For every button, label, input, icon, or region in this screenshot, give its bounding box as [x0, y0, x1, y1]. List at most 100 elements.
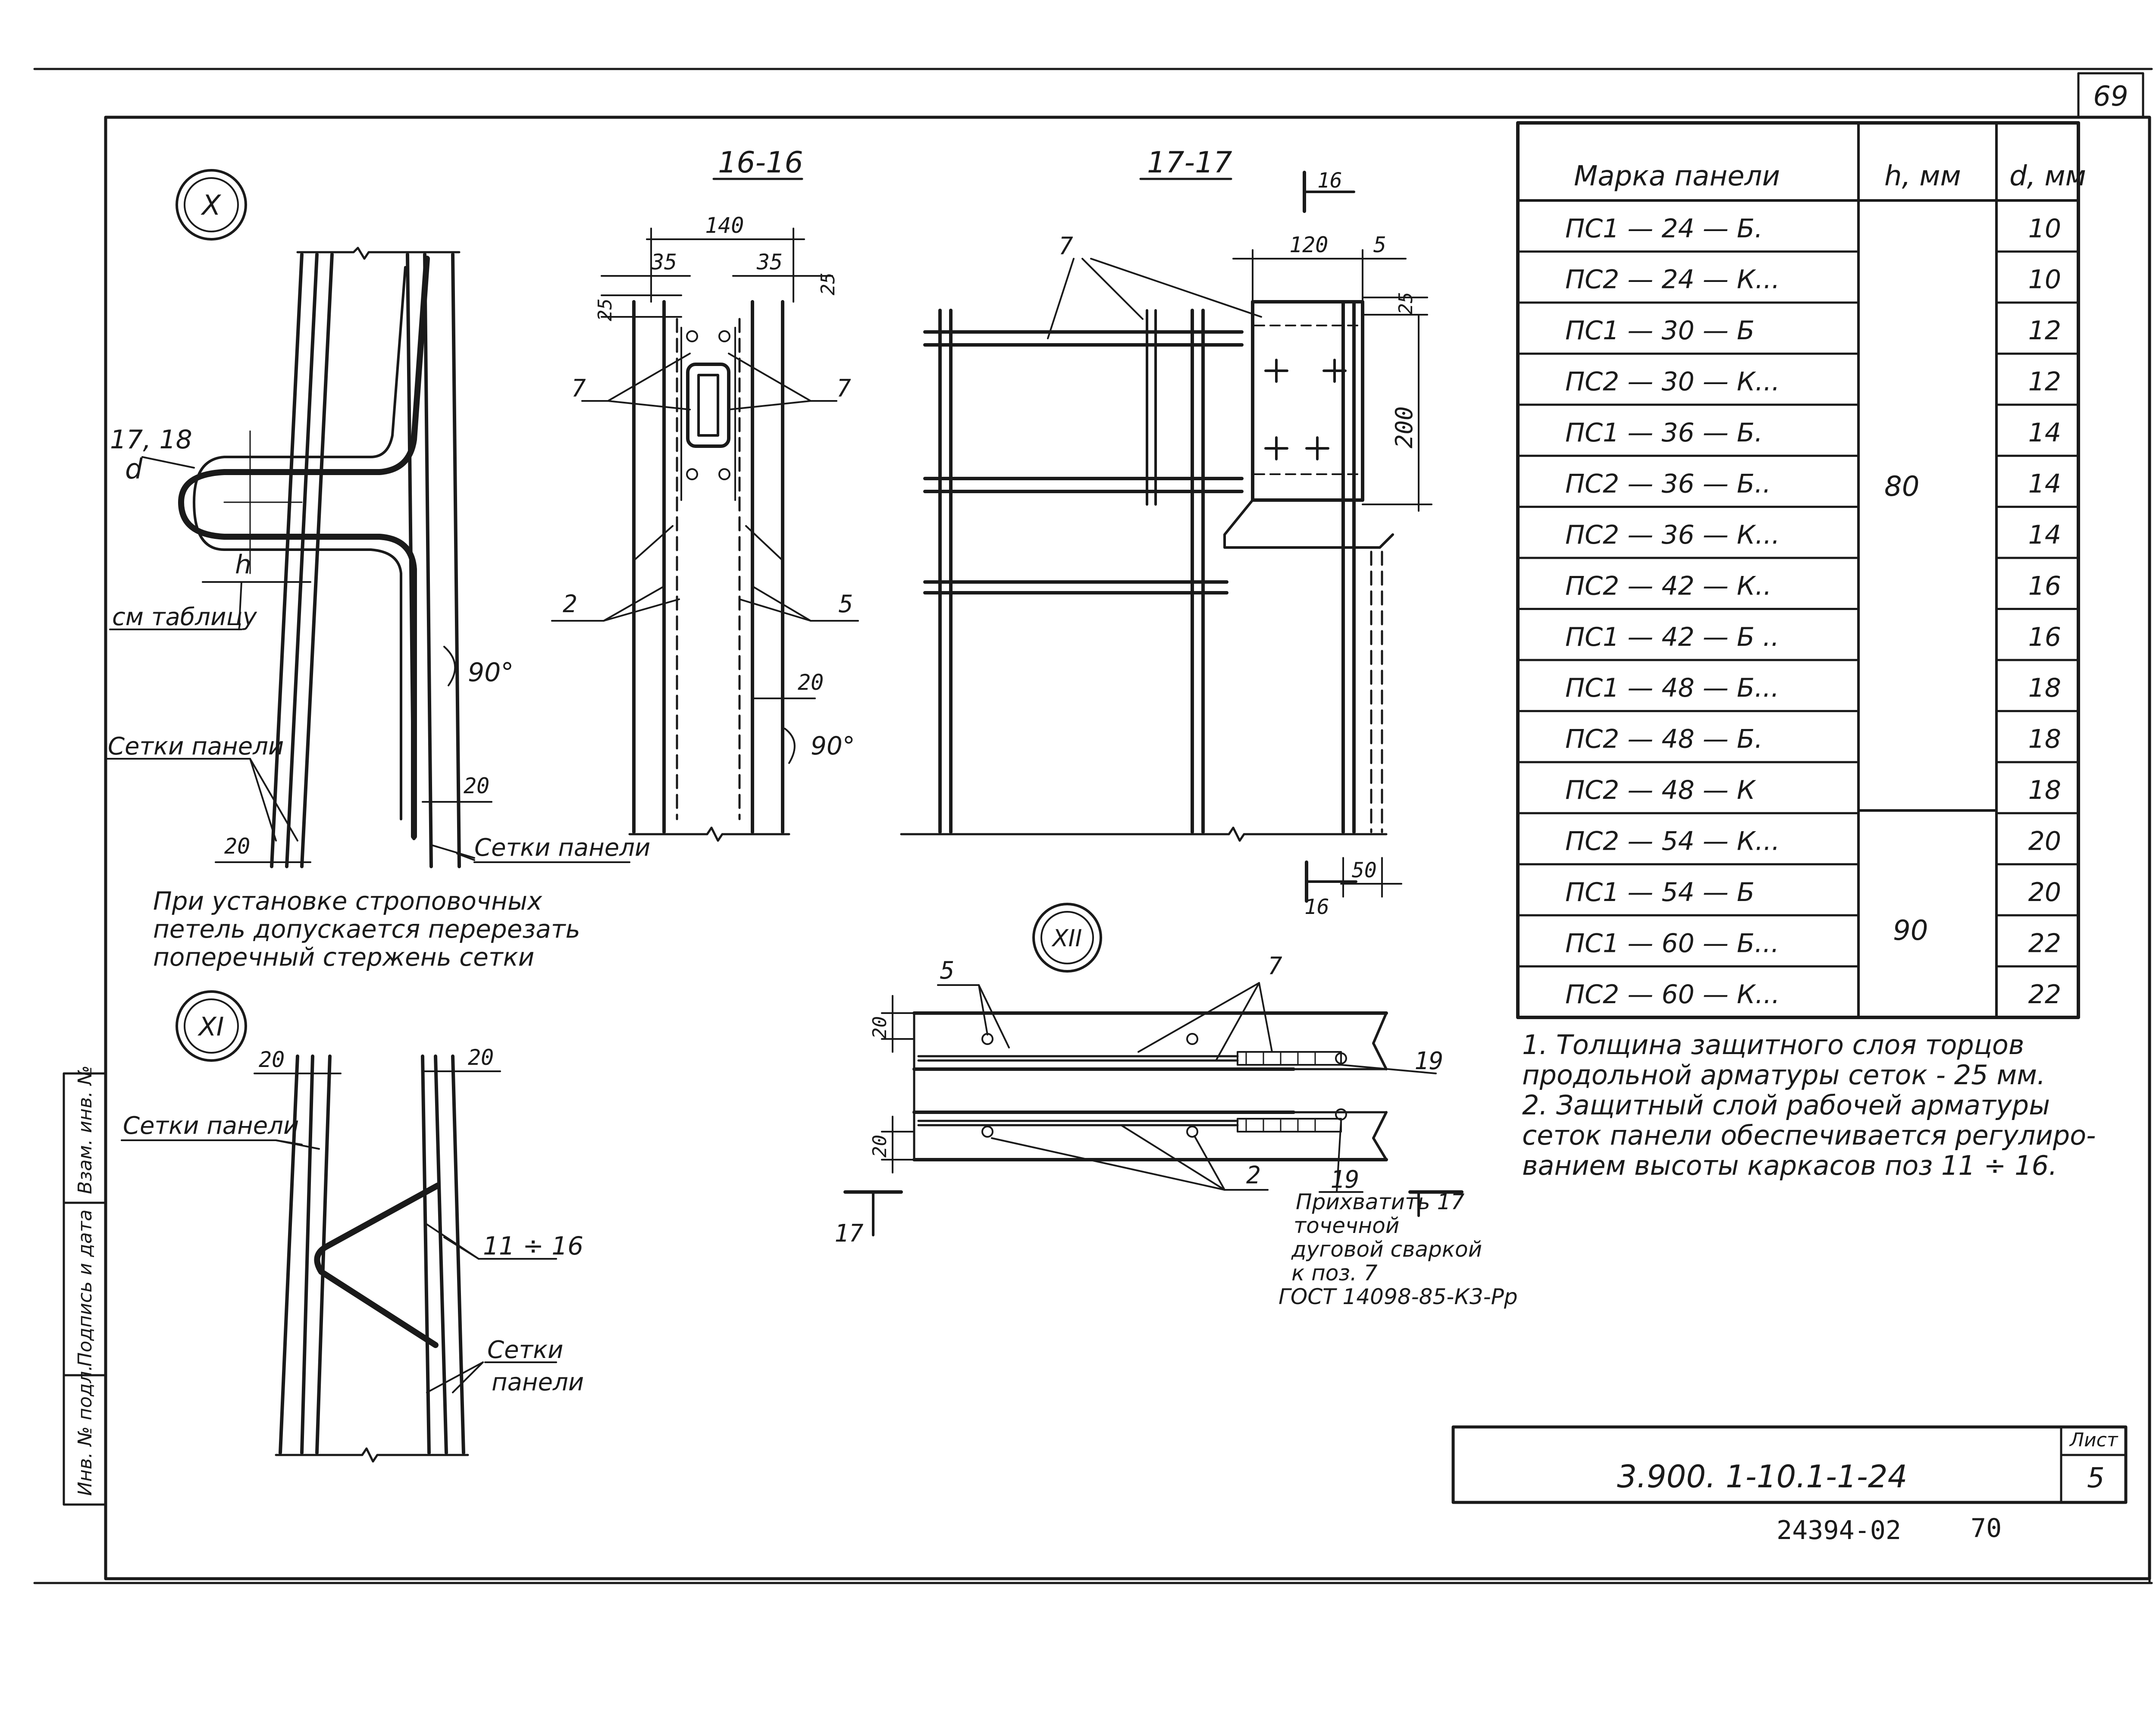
section-16-d25a: 25 — [594, 298, 616, 321]
view-x-angle: 90° — [468, 657, 514, 688]
view-x: X 17, 18 d h см таблицу 90° Сетки панели — [106, 169, 650, 868]
section-16-w35a: 35 — [651, 250, 677, 275]
section-16-title: 16-16 — [718, 146, 803, 180]
view-x-see-table: см таблицу — [112, 603, 257, 631]
section-16-pos-5: 5 — [839, 590, 853, 618]
table-cell-mark: ПС1 — 48 — Б... — [1565, 673, 1779, 703]
sheet-frame — [33, 68, 2153, 1584]
table-cell-mark: ПС2 — 24 — К... — [1565, 265, 1780, 295]
table-cell-d: 14 — [2028, 418, 2061, 448]
view-xii-d20b: 20 — [869, 1135, 891, 1158]
table-cell-mark: ПС2 — 48 — К — [1565, 775, 1756, 805]
section-16-d20: 20 — [798, 670, 824, 695]
loop-note: При установке строповочных петель допуск… — [153, 886, 580, 972]
table-cell-d: 18 — [2028, 724, 2061, 754]
view-x-mesh-right: Сетки панели — [474, 834, 650, 862]
table-cell-mark: ПС1 — 30 — Б — [1565, 316, 1755, 346]
section-17-w50: 50 — [1352, 858, 1377, 882]
table-cell-d: 10 — [2028, 265, 2061, 295]
weld-note-line-1: Прихватить 17 — [1296, 1189, 1464, 1214]
drawing-code: 3.900. 1-10.1-1-24 — [1617, 1458, 1907, 1495]
table-cell-mark: ПС1 — 24 — Б. — [1565, 213, 1763, 244]
view-xi-range: 11 ÷ 16 — [483, 1231, 583, 1261]
weld-note-line-5: ГОСТ 14098-85-К3-Рр — [1279, 1284, 1518, 1309]
view-x-callout-17-18: 17, 18 — [110, 425, 192, 455]
view-x-dim-20b: 20 — [464, 773, 489, 798]
note-line-4: сеток панели обеспечивается регулиро- — [1522, 1120, 2096, 1151]
table-cell-d: 10 — [2028, 213, 2061, 244]
table-cell-d: 18 — [2028, 775, 2061, 805]
table-cell-d: 22 — [2028, 979, 2061, 1010]
table-cell-d: 20 — [2028, 877, 2061, 907]
section-16-w35b: 35 — [756, 250, 783, 275]
view-x-mesh-left: Сетки панели — [108, 732, 284, 760]
top-page-number: 69 — [2093, 81, 2128, 113]
top-page-number-box: 69 — [2077, 72, 2144, 119]
table-cell-d: 18 — [2028, 673, 2061, 703]
view-xi: XI 20 20 Сетки панели 11 ÷ 16 Сетки пане… — [121, 990, 584, 1463]
section-16-16: 16-16 140 35 35 25 25 7 7 — [551, 146, 859, 842]
weld-note-line-3: дуговой сваркой — [1291, 1237, 1482, 1262]
view-xii-pos-19b: 19 — [1330, 1166, 1359, 1194]
section-17-17: 17-17 16 — [900, 146, 1432, 919]
view-xii-pos-2: 2 — [1246, 1161, 1261, 1189]
table-cell-d: 20 — [2028, 826, 2061, 857]
side-stamp: Инв. № подл. Подпись и дата Взам. инв. № — [63, 1065, 107, 1506]
section-16-pos-7a: 7 — [571, 375, 586, 403]
table-cell-mark: ПС2 — 42 — К.. — [1565, 571, 1772, 601]
table-cell-mark: ПС1 — 42 — Б .. — [1565, 622, 1779, 652]
table-cell-mark: ПС1 — 36 — Б. — [1565, 418, 1763, 448]
title-block: 3.900. 1-10.1-1-24 Лист 5 24394-02 70 — [1451, 1425, 2128, 1546]
general-notes: 1. Толщина защитного слоя торцов продоль… — [1522, 1029, 2096, 1181]
section-17-d25: 25 — [1395, 292, 1417, 315]
table-cell-d: 12 — [2028, 316, 2061, 346]
table-h-group-90: 90 — [1893, 915, 1928, 947]
table-cell-mark: ПС2 — 30 — К... — [1565, 367, 1780, 397]
view-x-marker: X — [175, 169, 247, 241]
table-header-d: d, мм — [2009, 160, 2086, 192]
table-cell-mark: ПС1 — 54 — Б — [1565, 877, 1755, 907]
stamp-sign-date: Подпись и дата — [74, 1210, 96, 1367]
section-16-pos-7b: 7 — [837, 375, 851, 403]
section-17-pos-7: 7 — [1059, 232, 1073, 260]
table-cell-d: 16 — [2028, 571, 2061, 601]
note-line-3: 2. Защитный слой рабочей арматуры — [1522, 1089, 2050, 1121]
view-xii-cut-17: 17 — [834, 1220, 864, 1248]
section-16-d25b: 25 — [817, 272, 839, 295]
view-xi-marker: XI — [175, 990, 247, 1062]
view-xi-mesh-right-1: Сетки — [487, 1336, 563, 1364]
table-cell-mark: ПС2 — 36 — Б.. — [1565, 469, 1771, 499]
table-header-mark: Марка панели — [1574, 160, 1780, 192]
view-xii-pos-5: 5 — [940, 957, 955, 985]
sheet-label: Лист — [2069, 1429, 2118, 1451]
stamp-inv-no: Инв. № подл. — [74, 1365, 96, 1496]
view-xi-dim-20a: 20 — [259, 1047, 285, 1072]
loop-note-line-1: При установке строповочных — [153, 886, 542, 916]
section-16-angle: 90° — [811, 731, 855, 760]
section-17-title: 17-17 — [1147, 146, 1232, 180]
loop-note-line-3: поперечный стержень сетки — [153, 942, 534, 972]
table-cell-mark: ПС2 — 54 — К... — [1565, 826, 1780, 857]
view-x-h: h — [235, 550, 251, 580]
table-header-h: h, мм — [1884, 160, 1961, 192]
view-x-label: X — [201, 190, 221, 222]
view-xi-dim-20b: 20 — [468, 1045, 494, 1070]
section-17-w120: 120 — [1289, 232, 1328, 257]
note-line-1: 1. Толщина защитного слоя торцов — [1522, 1029, 2024, 1061]
table-h-group-80: 80 — [1884, 471, 1919, 503]
note-line-5: ванием высоты каркасов поз 11 ÷ 16. — [1522, 1150, 2057, 1181]
table-cell-mark: ПС2 — 48 — Б. — [1565, 724, 1763, 754]
stamp-replaced-inv: Взам. инв. № — [74, 1065, 96, 1194]
view-xi-label: XI — [197, 1012, 224, 1042]
table-cell-d: 14 — [2028, 520, 2061, 550]
section-17-h200: 200 — [1391, 406, 1418, 448]
table-cell-mark: ПС2 — 60 — К... — [1565, 979, 1780, 1010]
view-xii-pos-19a: 19 — [1414, 1047, 1443, 1075]
view-xii-d20a: 20 — [869, 1016, 891, 1039]
section-17-cut-bottom: 16 — [1304, 895, 1329, 919]
table-cell-mark: ПС1 — 60 — Б... — [1565, 928, 1779, 958]
view-xi-mesh-left: Сетки панели — [123, 1112, 299, 1140]
section-17-cut-top: 16 — [1317, 169, 1342, 193]
